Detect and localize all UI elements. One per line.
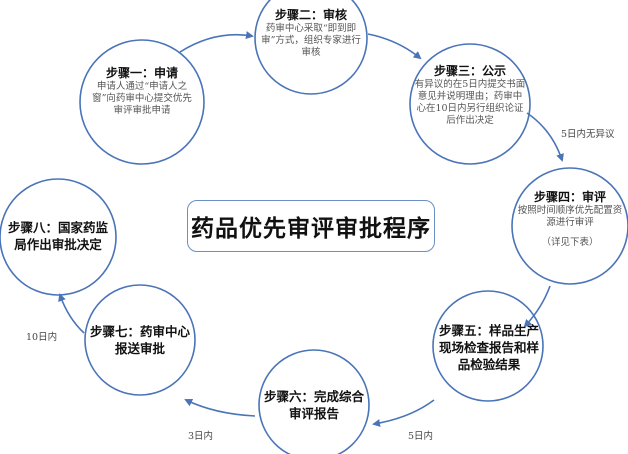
step-3-desc: 有异议的在5日内提交书面意见并说明理由；药审中心在10日内另行组织论证后作出决定 <box>414 79 526 126</box>
step-5-node: 步骤五：样品生产现场检查报告和样品检验结果 <box>436 322 542 373</box>
step-1-circle <box>79 39 205 165</box>
step-1-node: 步骤一：申请 申请人通过“申请人之窗”向药审中心提交优先审评审批申请 <box>88 66 196 117</box>
step-6-circle <box>258 349 370 454</box>
step-8-circle <box>0 178 117 296</box>
step-7-circle <box>84 284 196 396</box>
edge-label-6-7: 3日内 <box>188 431 214 442</box>
edge-label-5-6: 5日内 <box>408 431 434 442</box>
step-8-title: 步骤八：国家药监局作出审批决定 <box>7 220 108 252</box>
arrow-2-to-3 <box>367 33 422 60</box>
step-6-node: 步骤六：完成综合审评报告 <box>262 388 366 422</box>
step-2-circle <box>254 0 368 95</box>
step-3-node: 步骤三：公示 有异议的在5日内提交书面意见并说明理由；药审中心在10日内另行组织… <box>414 64 526 127</box>
arrow-5-to-6 <box>372 399 435 427</box>
arrow-7-to-8 <box>58 293 85 334</box>
step-2-desc: 药审中心采取“即到即审”方式，组织专家进行审核 <box>261 23 361 58</box>
step-7-node: 步骤七：药审中心报送审批 <box>88 323 192 357</box>
step-8-node: 步骤八：国家药监局作出审批决定 <box>4 219 112 253</box>
arrow-1-to-2 <box>179 31 254 53</box>
step-3-title: 步骤三：公示 <box>433 64 506 78</box>
step-4-node: 步骤四：审评 按照时间顺序优先配置资源进行审评 （详见下表） <box>514 190 626 249</box>
step-6-title: 步骤六：完成综合审评报告 <box>263 389 364 421</box>
step-5-title: 步骤五：样品生产现场检查报告和样品检验结果 <box>438 323 539 372</box>
edge-label-3-4: 5日内无异议 <box>561 129 615 140</box>
diagram-title: 药品优先审评审批程序 <box>187 200 435 252</box>
step-4-circle <box>511 167 628 285</box>
step-5-circle <box>432 290 544 402</box>
step-2-title: 步骤二：审核 <box>274 8 347 22</box>
arrow-3-to-4 <box>526 112 564 162</box>
arrow-4-to-5 <box>523 285 551 328</box>
edge-label-7-8: 10日内 <box>26 332 58 343</box>
step-1-title: 步骤一：申请 <box>105 66 178 80</box>
arrow-6-to-7 <box>184 399 256 417</box>
step-3-circle <box>409 43 531 165</box>
step-4-desc: 按照时间顺序优先配置资源进行审评 <box>517 205 623 228</box>
step-4-title: 步骤四：审评 <box>533 190 606 204</box>
step-1-desc: 申请人通过“申请人之窗”向药审中心提交优先审评审批申请 <box>92 81 192 116</box>
step-4-note: （详见下表） <box>541 237 599 248</box>
step-2-node: 步骤二：审核 药审中心采取“即到即审”方式，组织专家进行审核 <box>260 8 362 59</box>
step-7-title: 步骤七：药审中心报送审批 <box>89 324 190 356</box>
